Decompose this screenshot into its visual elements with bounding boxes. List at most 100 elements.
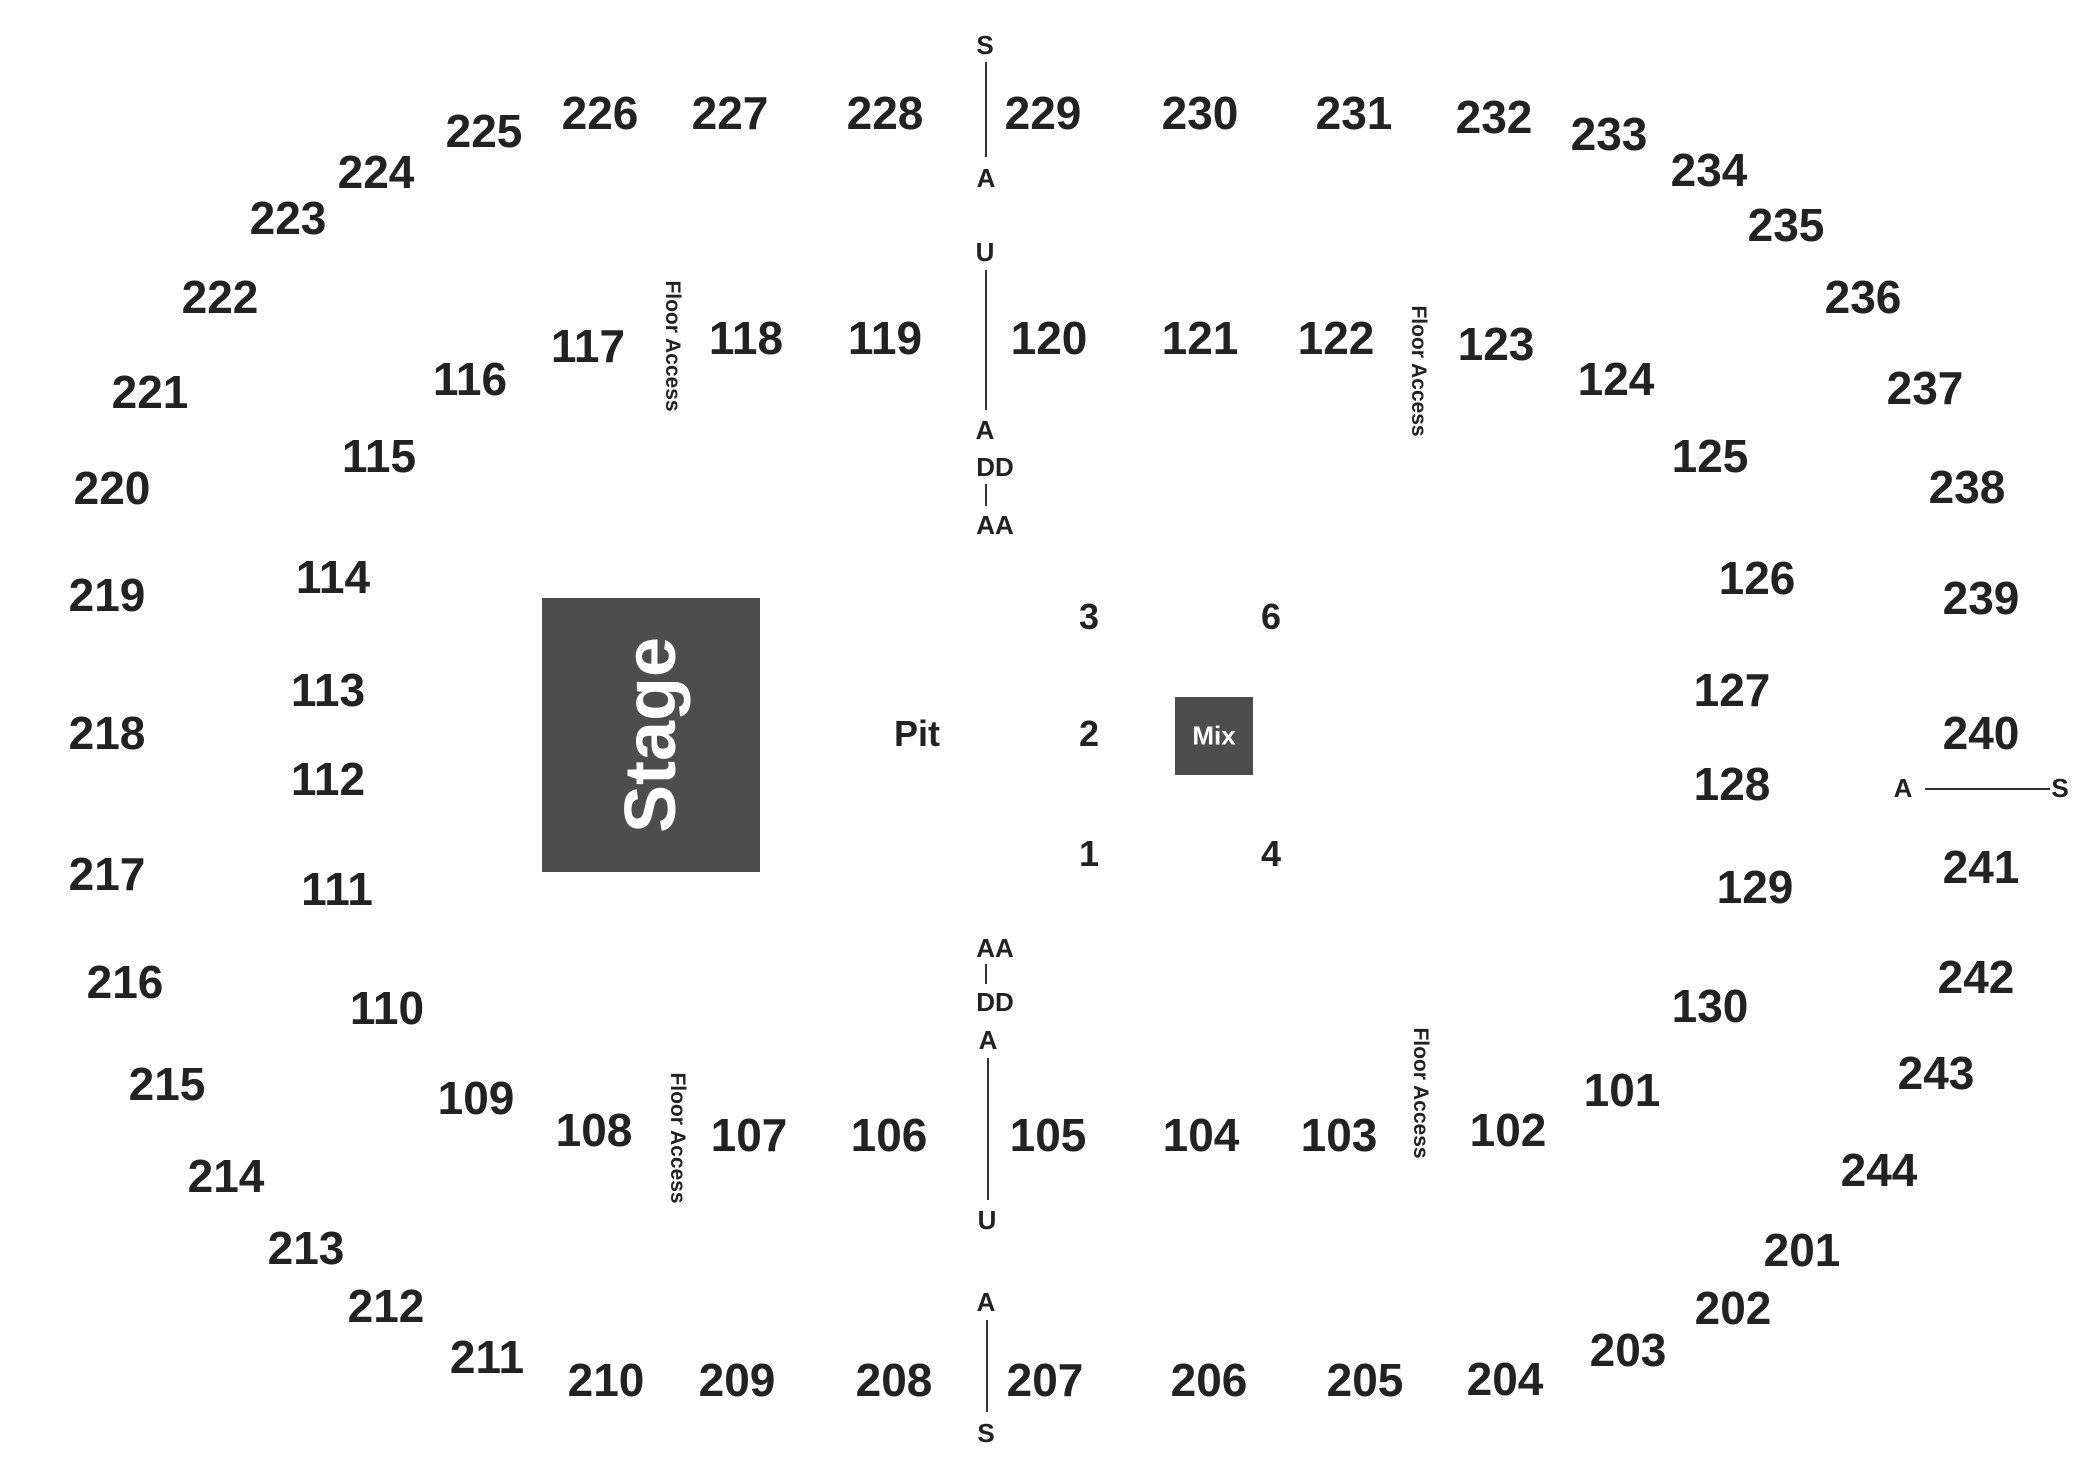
section-128[interactable]: 128 xyxy=(1693,758,1771,810)
floor-section-1[interactable]: 1 xyxy=(1078,833,1100,874)
section-204[interactable]: 204 xyxy=(1466,1353,1544,1405)
section-237[interactable]: 237 xyxy=(1886,362,1964,414)
section-240[interactable]: 240 xyxy=(1942,707,2020,759)
row-line xyxy=(986,1320,988,1412)
section-235[interactable]: 235 xyxy=(1747,199,1825,251)
section-241[interactable]: 241 xyxy=(1942,841,2020,893)
section-236[interactable]: 236 xyxy=(1824,271,1902,323)
section-211[interactable]: 211 xyxy=(449,1331,525,1383)
section-216[interactable]: 216 xyxy=(86,956,164,1008)
section-106[interactable]: 106 xyxy=(850,1109,928,1161)
mix-label: Mix xyxy=(1192,720,1236,751)
section-119[interactable]: 119 xyxy=(847,312,923,364)
floor-section-2[interactable]: 2 xyxy=(1078,713,1100,754)
section-242[interactable]: 242 xyxy=(1937,951,2015,1003)
mix-position: Mix xyxy=(1175,697,1253,775)
section-113[interactable]: 113 xyxy=(290,664,366,716)
section-118[interactable]: 118 xyxy=(708,312,784,364)
section-227[interactable]: 227 xyxy=(691,87,769,139)
section-226[interactable]: 226 xyxy=(561,87,639,139)
section-121[interactable]: 121 xyxy=(1161,312,1239,364)
section-205[interactable]: 205 xyxy=(1326,1354,1404,1406)
section-103[interactable]: 103 xyxy=(1300,1109,1378,1161)
stage-label: Stage xyxy=(611,636,691,834)
row-marker-a: A xyxy=(976,1287,996,1317)
section-206[interactable]: 206 xyxy=(1170,1354,1248,1406)
row-marker-u: U xyxy=(977,1205,997,1235)
section-129[interactable]: 129 xyxy=(1716,861,1794,913)
section-201[interactable]: 201 xyxy=(1763,1224,1841,1276)
section-209[interactable]: 209 xyxy=(698,1354,776,1406)
row-marker-a: A xyxy=(1893,773,1913,803)
section-238[interactable]: 238 xyxy=(1928,461,2006,513)
row-line xyxy=(985,484,987,506)
row-marker-s: S xyxy=(977,1418,995,1448)
section-102[interactable]: 102 xyxy=(1469,1104,1547,1156)
row-marker-u: U xyxy=(975,237,995,267)
section-222[interactable]: 222 xyxy=(181,271,259,323)
section-214[interactable]: 214 xyxy=(187,1150,265,1202)
section-244[interactable]: 244 xyxy=(1840,1144,1918,1196)
section-233[interactable]: 233 xyxy=(1570,108,1648,160)
floor-section-4[interactable]: 4 xyxy=(1260,833,1282,874)
section-203[interactable]: 203 xyxy=(1589,1324,1667,1376)
row-marker-dd: DD xyxy=(976,452,1014,482)
section-215[interactable]: 215 xyxy=(128,1058,206,1110)
section-229[interactable]: 229 xyxy=(1004,87,1082,139)
section-124[interactable]: 124 xyxy=(1577,353,1655,405)
section-212[interactable]: 212 xyxy=(347,1280,425,1332)
section-217[interactable]: 217 xyxy=(68,848,146,900)
section-125[interactable]: 125 xyxy=(1671,430,1749,482)
section-218[interactable]: 218 xyxy=(68,707,146,759)
section-114[interactable]: 114 xyxy=(295,551,371,603)
section-230[interactable]: 230 xyxy=(1161,87,1239,139)
section-123[interactable]: 123 xyxy=(1457,318,1535,370)
floor-section-6[interactable]: 6 xyxy=(1260,596,1282,637)
section-105[interactable]: 105 xyxy=(1009,1109,1087,1161)
section-122[interactable]: 122 xyxy=(1297,312,1375,364)
section-234[interactable]: 234 xyxy=(1670,144,1748,196)
row-line xyxy=(985,270,987,410)
section-210[interactable]: 210 xyxy=(567,1354,645,1406)
row-marker-s: S xyxy=(976,30,994,60)
section-115[interactable]: 115 xyxy=(341,430,417,482)
section-109[interactable]: 109 xyxy=(437,1072,515,1124)
floor-access-label: Floor Access xyxy=(1407,305,1430,437)
section-108[interactable]: 108 xyxy=(555,1104,633,1156)
row-line xyxy=(987,1058,989,1200)
section-127[interactable]: 127 xyxy=(1693,664,1771,716)
section-101[interactable]: 101 xyxy=(1583,1064,1661,1116)
section-219[interactable]: 219 xyxy=(68,569,146,621)
section-208[interactable]: 208 xyxy=(855,1354,933,1406)
row-marker-s: S xyxy=(2051,773,2069,803)
section-239[interactable]: 239 xyxy=(1942,572,2020,624)
section-231[interactable]: 231 xyxy=(1315,87,1393,139)
section-116[interactable]: 116 xyxy=(432,353,508,405)
section-120[interactable]: 120 xyxy=(1010,312,1088,364)
section-110[interactable]: 110 xyxy=(349,982,425,1034)
section-228[interactable]: 228 xyxy=(846,87,924,139)
row-marker-a: A xyxy=(976,163,996,193)
section-221[interactable]: 221 xyxy=(111,366,189,418)
section-202[interactable]: 202 xyxy=(1694,1282,1772,1334)
pit-section[interactable]: Pit xyxy=(893,713,941,754)
stage: Stage xyxy=(542,598,760,872)
row-marker-dd: DD xyxy=(976,987,1014,1017)
section-112[interactable]: 112 xyxy=(290,753,366,805)
section-243[interactable]: 243 xyxy=(1897,1047,1975,1099)
section-225[interactable]: 225 xyxy=(445,105,523,157)
section-220[interactable]: 220 xyxy=(73,462,151,514)
section-223[interactable]: 223 xyxy=(249,192,327,244)
section-104[interactable]: 104 xyxy=(1162,1109,1240,1161)
section-213[interactable]: 213 xyxy=(267,1222,345,1274)
section-130[interactable]: 130 xyxy=(1671,980,1749,1032)
section-207[interactable]: 207 xyxy=(1006,1354,1084,1406)
floor-section-3[interactable]: 3 xyxy=(1078,596,1100,637)
section-126[interactable]: 126 xyxy=(1718,552,1796,604)
section-107[interactable]: 107 xyxy=(710,1109,788,1161)
section-232[interactable]: 232 xyxy=(1455,91,1533,143)
section-111[interactable]: 111 xyxy=(301,863,373,915)
section-224[interactable]: 224 xyxy=(337,146,415,198)
section-117[interactable]: 117 xyxy=(550,320,626,372)
